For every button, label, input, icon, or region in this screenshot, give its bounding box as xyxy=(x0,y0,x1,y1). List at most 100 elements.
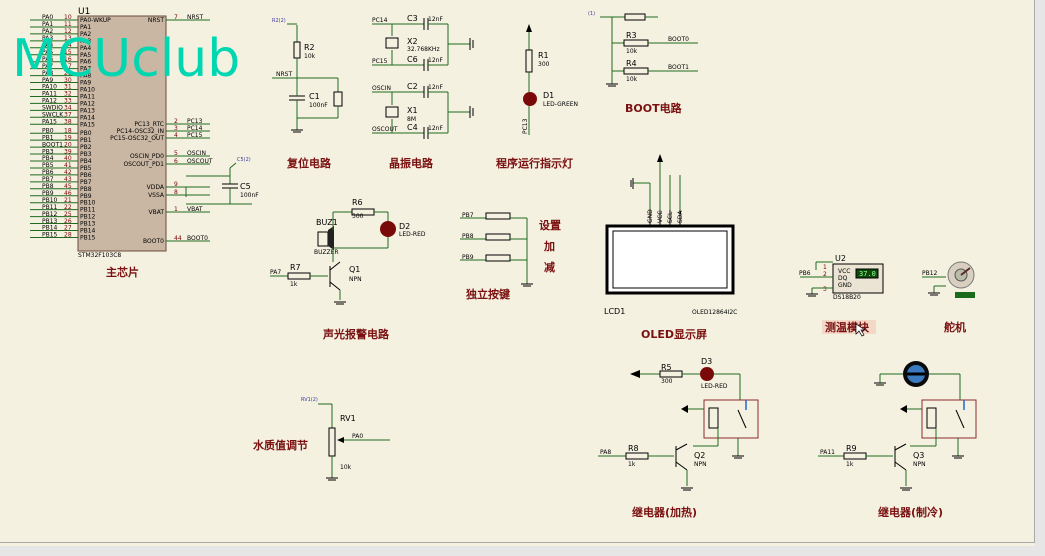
mcu-inner-label: PB5 xyxy=(80,165,92,172)
horizontal-scrollbar[interactable] xyxy=(0,546,1045,556)
run-led-circuit[interactable]: R1 300 D1 LED-GREEN PC13 程序运行指示灯 xyxy=(496,24,578,170)
mcu-left-net: PA1 xyxy=(42,21,53,28)
heat-net: PA8 xyxy=(600,449,611,456)
d3-ref: D3 xyxy=(701,357,712,366)
mcu-right-pin: 3 xyxy=(174,125,178,132)
net-oscout: OSCOUT xyxy=(372,126,398,133)
r9-resistor[interactable] xyxy=(843,452,867,460)
mcu-inner-label: PB1 xyxy=(80,137,92,144)
buzzer-icon[interactable] xyxy=(328,226,334,250)
mcu-left-pin: 39 xyxy=(64,148,72,155)
r5-ref: R5 xyxy=(661,363,672,372)
oled-part: OLED12864I2C xyxy=(692,309,737,316)
mcu-left-net: PB11 xyxy=(42,204,58,211)
boot-button[interactable] xyxy=(624,13,646,21)
x2-ref: X2 xyxy=(407,37,418,46)
mcu-inner-label: PB8 xyxy=(80,186,92,193)
mcu-inner-label: PA10 xyxy=(80,87,95,94)
mcu-right-net: PC14 xyxy=(187,125,203,132)
temp-title-highlight xyxy=(822,320,876,334)
mcu-left-pin: 33 xyxy=(64,98,72,105)
mcu-left-net: PB7 xyxy=(42,176,54,183)
mcu-left-pin: 37 xyxy=(64,112,72,119)
vertical-scrollbar[interactable] xyxy=(1035,0,1045,546)
mcu-right-pin: 1 xyxy=(174,206,178,213)
rv1-potentiometer[interactable] xyxy=(328,427,336,457)
mcu-right-net: PC15 xyxy=(187,132,203,139)
reset-circuit[interactable]: R2(2) R2 10k NRST C1 100nF 复位电路 xyxy=(272,18,343,170)
crystal-circuit[interactable]: PC14 PC15 X2 32.768KHz C3 12nF C6 12nF O… xyxy=(372,14,474,170)
title-water: 水质值调节 xyxy=(253,438,308,452)
x1-crystal[interactable] xyxy=(385,106,399,118)
u2-pin-dq: DQ xyxy=(838,275,848,282)
r7-resistor[interactable] xyxy=(287,272,311,280)
alarm-circuit[interactable]: BUZ1 BUZZER R6 300 D2 LED-RED PA7 R7 1k … xyxy=(270,198,426,341)
mcu-left-pin: 40 xyxy=(64,155,72,162)
water-circuit[interactable]: RV1(2) PA0 RV1 10k 水质值调节 xyxy=(253,397,390,481)
title-servo: 舵机 xyxy=(944,320,966,334)
key-button[interactable] xyxy=(485,233,511,241)
c6-ref: C6 xyxy=(407,55,418,64)
c1-ref: C1 xyxy=(309,92,320,101)
mcu-inner-label: PB0 xyxy=(80,130,92,137)
mcu-left-net: PB6 xyxy=(42,169,54,176)
mcu-inner-label: PA1 xyxy=(80,24,91,31)
mcu-left-net: PB10 xyxy=(42,197,58,204)
q1-value: NPN xyxy=(349,276,362,283)
relay-cool[interactable] xyxy=(921,399,977,439)
d1-led[interactable] xyxy=(523,92,537,106)
mcu-inner-label: PA4 xyxy=(80,45,91,52)
r1-resistor[interactable] xyxy=(525,49,533,73)
temp-circuit[interactable]: U2 VCC DQ GND 37.0 DS18B20 PB6 1 2 3 测温模… xyxy=(799,254,884,337)
relay-cool-circuit[interactable]: PA11 R9 1k Q3 NPN 继电器(制冷) xyxy=(818,361,977,519)
mcu-right-pin: 5 xyxy=(174,150,178,157)
mcu-left-net: PA6 xyxy=(42,56,53,63)
mcu-body[interactable] xyxy=(77,15,167,252)
mcu-inner-label: PA12 xyxy=(80,100,95,107)
d2-ref: D2 xyxy=(399,222,410,231)
watermark-text: MCUclub xyxy=(12,29,240,89)
q3-value: NPN xyxy=(913,461,926,468)
relay-heat-circuit[interactable]: R5 300 D3 LED-RED PA8 R8 1k Q2 NPN 继电器(加… xyxy=(598,357,759,519)
key-button[interactable] xyxy=(485,212,511,220)
d1-ref: D1 xyxy=(543,91,554,100)
key-button[interactable] xyxy=(485,254,511,262)
r2-resistor[interactable] xyxy=(293,41,301,59)
reset-button[interactable] xyxy=(333,91,343,107)
r8-resistor[interactable] xyxy=(625,452,649,460)
title-relay-heat: 继电器(加热) xyxy=(632,505,697,519)
relay-heat[interactable] xyxy=(703,399,759,439)
mcu-inner-right: VBAT xyxy=(148,209,164,216)
mcu-inner-label: PA11 xyxy=(80,93,95,100)
u2-ref: U2 xyxy=(835,254,846,263)
title-temp[interactable]: 测温模块 xyxy=(825,320,870,334)
d3-led[interactable] xyxy=(700,367,714,381)
mcu-right-net: OSCIN xyxy=(187,150,206,157)
mcu-left-net: PA4 xyxy=(42,42,53,49)
run-led-net: PC13 xyxy=(522,118,529,134)
net-oscin: OSCIN xyxy=(372,85,391,92)
mcu-left-net: PB0 xyxy=(42,127,54,134)
boot-circuit[interactable]: (1) R3 10k R4 10k BOOT0 BOOT1 BOOT电路 xyxy=(588,11,698,115)
x2-crystal[interactable] xyxy=(385,37,399,49)
title-boot: BOOT电路 xyxy=(625,101,683,115)
mcu-inner-right: VSSA xyxy=(148,192,165,199)
mcu-inner-right: BOOT0 xyxy=(143,238,164,245)
mcu-left-net: PA3 xyxy=(42,35,53,42)
mcu-inner-label: PB11 xyxy=(80,207,96,214)
d2-led[interactable] xyxy=(380,221,396,237)
mcu-left-pin: 19 xyxy=(64,134,72,141)
r3-resistor[interactable] xyxy=(623,39,649,47)
servo-circuit[interactable]: PB12 舵机 xyxy=(922,261,975,334)
r4-resistor[interactable] xyxy=(623,67,649,75)
mcu-left-pin: 22 xyxy=(64,204,72,211)
oled-ref: LCD1 xyxy=(604,307,625,316)
title-alarm: 声光报警电路 xyxy=(322,327,390,341)
mcu-inner-label: PA14 xyxy=(80,114,95,121)
mcu-inner-label: PA7 xyxy=(80,66,91,73)
